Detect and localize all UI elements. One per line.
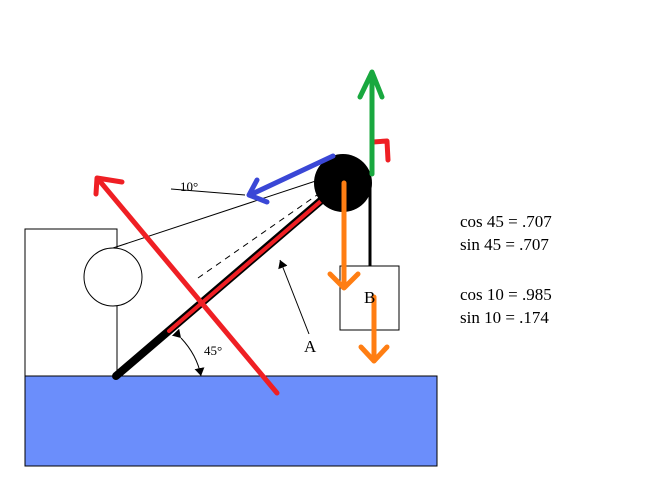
angle-45-arc (171, 328, 205, 377)
cos-10-value: cos 10 = .985 (460, 285, 552, 304)
winch-wheel (83, 247, 143, 307)
ground-block (24, 375, 438, 467)
vertical-force-arrowhead (357, 69, 385, 100)
normal-force-arrowhead (93, 175, 125, 197)
cable-force-arrow (249, 153, 336, 197)
angle-cable-label: 10° (180, 179, 198, 194)
normal-force-arrow (95, 176, 280, 396)
cable-force-arrowhead (246, 177, 270, 205)
trig-gap (460, 256, 552, 283)
boom-force-arrowhead (370, 138, 391, 163)
hanging-block (339, 265, 400, 331)
trig-values: cos 45 = .707 sin 45 = .707 cos 10 = .98… (460, 210, 552, 329)
boom-label: A (304, 337, 317, 356)
angle-cable-leader (170, 188, 246, 196)
lower-weight-arrowhead (358, 344, 390, 364)
boom-pointer (278, 259, 310, 335)
sin-10-value: sin 10 = .174 (460, 308, 549, 327)
upper-weight-arrowhead (327, 271, 361, 291)
cos-45-value: cos 45 = .707 (460, 212, 552, 231)
cable-line (112, 169, 350, 249)
angle-boom-label: 45° (204, 343, 222, 358)
block-label: B (364, 288, 375, 307)
sin-45-value: sin 45 = .707 (460, 235, 549, 254)
